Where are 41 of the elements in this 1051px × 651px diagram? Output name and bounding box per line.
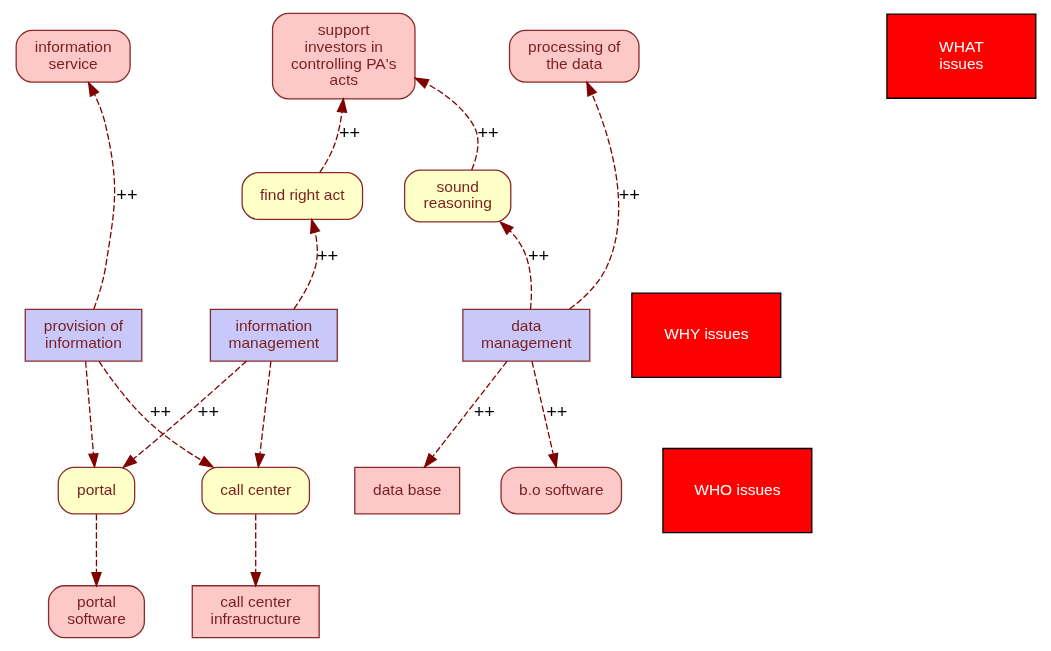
edge-label: ++ (338, 123, 360, 144)
edge-label: ++ (477, 123, 499, 144)
node-box: b.o software (499, 466, 622, 515)
arrow (90, 513, 102, 588)
edge-label: ++ (618, 184, 640, 205)
node-box: call center (200, 466, 310, 515)
arrow (84, 360, 99, 469)
arrow (87, 80, 115, 310)
node-box: data base (353, 466, 460, 515)
node-box: portal software (47, 585, 145, 639)
arrow (412, 77, 479, 171)
node-box: processing of the data (508, 29, 640, 83)
edge-label: ++ (527, 246, 549, 267)
arrow (249, 513, 261, 588)
edge-label: ++ (197, 401, 219, 422)
node-box: find right act (240, 172, 363, 220)
node-box: portal (57, 466, 135, 515)
edge-label: ++ (473, 401, 495, 422)
node-box: data management (461, 308, 590, 362)
node-box: information management (209, 308, 338, 362)
edge-label: ++ (316, 246, 338, 267)
node-box: call center infrastructure (191, 585, 320, 639)
arrow (530, 360, 558, 469)
arrow (254, 360, 272, 469)
node-box: information service (15, 29, 131, 83)
arrow (498, 220, 532, 310)
node-box: WHY issues (630, 292, 781, 378)
arrow (318, 97, 347, 173)
node-box: sound reasoning (403, 169, 511, 223)
arrow (568, 80, 619, 310)
edge-label: ++ (115, 184, 137, 205)
edge-label: ++ (545, 401, 567, 422)
node-box: provision of information (24, 308, 142, 362)
edge-label: ++ (149, 401, 171, 422)
arrow (292, 217, 320, 310)
node-box: WHAT issues (885, 13, 1036, 99)
node-box: WHO issues (661, 447, 812, 534)
arrow (97, 360, 215, 469)
node-box: support investors in controlling PA's acts (271, 12, 416, 100)
arrow (121, 360, 247, 469)
arrow (422, 360, 508, 469)
